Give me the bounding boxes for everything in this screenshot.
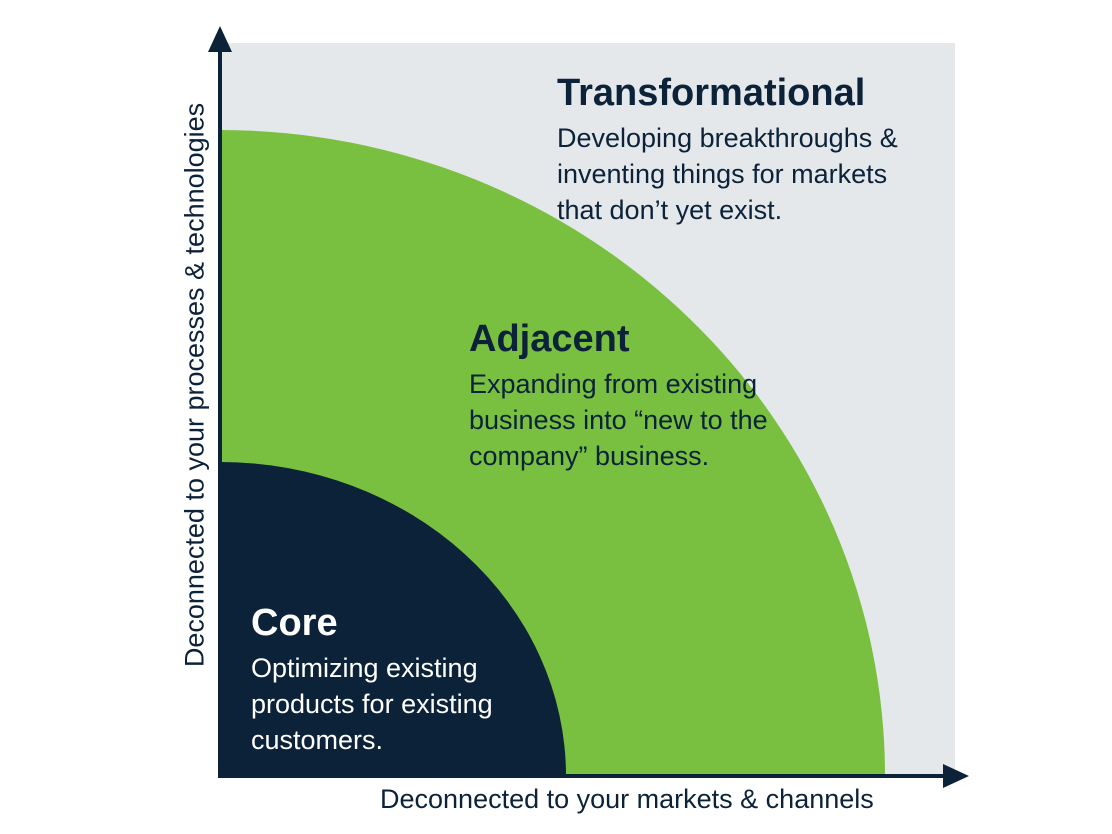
y-axis-arrowhead: [208, 26, 232, 52]
core-zone: [220, 462, 566, 776]
adjacent-title: Adjacent: [469, 318, 630, 360]
core-description-line: customers.: [251, 725, 384, 755]
core-description-line: Optimizing existing: [251, 653, 478, 683]
transformational-description-line: inventing things for markets: [557, 159, 888, 189]
adjacent-description: Expanding from existing business into “n…: [469, 366, 768, 474]
core-description: Optimizing existing products for existin…: [251, 650, 493, 758]
adjacent-description-line: business into “new to the: [469, 405, 768, 435]
x-axis-label: Deconnected to your markets & channels: [380, 784, 874, 814]
core-title: Core: [251, 602, 338, 644]
transformational-description-line: that don’t yet exist.: [557, 195, 783, 225]
adjacent-description-line: Expanding from existing: [469, 369, 758, 399]
core-description-line: products for existing: [251, 689, 493, 719]
transformational-description: Developing breakthroughs & inventing thi…: [557, 120, 898, 228]
adjacent-description-line: company” business.: [469, 441, 710, 471]
x-axis-arrowhead: [943, 764, 969, 788]
transformational-title: Transformational: [557, 72, 866, 114]
y-axis-label: Deconnected to your processes & technolo…: [179, 102, 210, 668]
transformational-description-line: Developing breakthroughs &: [557, 123, 898, 153]
